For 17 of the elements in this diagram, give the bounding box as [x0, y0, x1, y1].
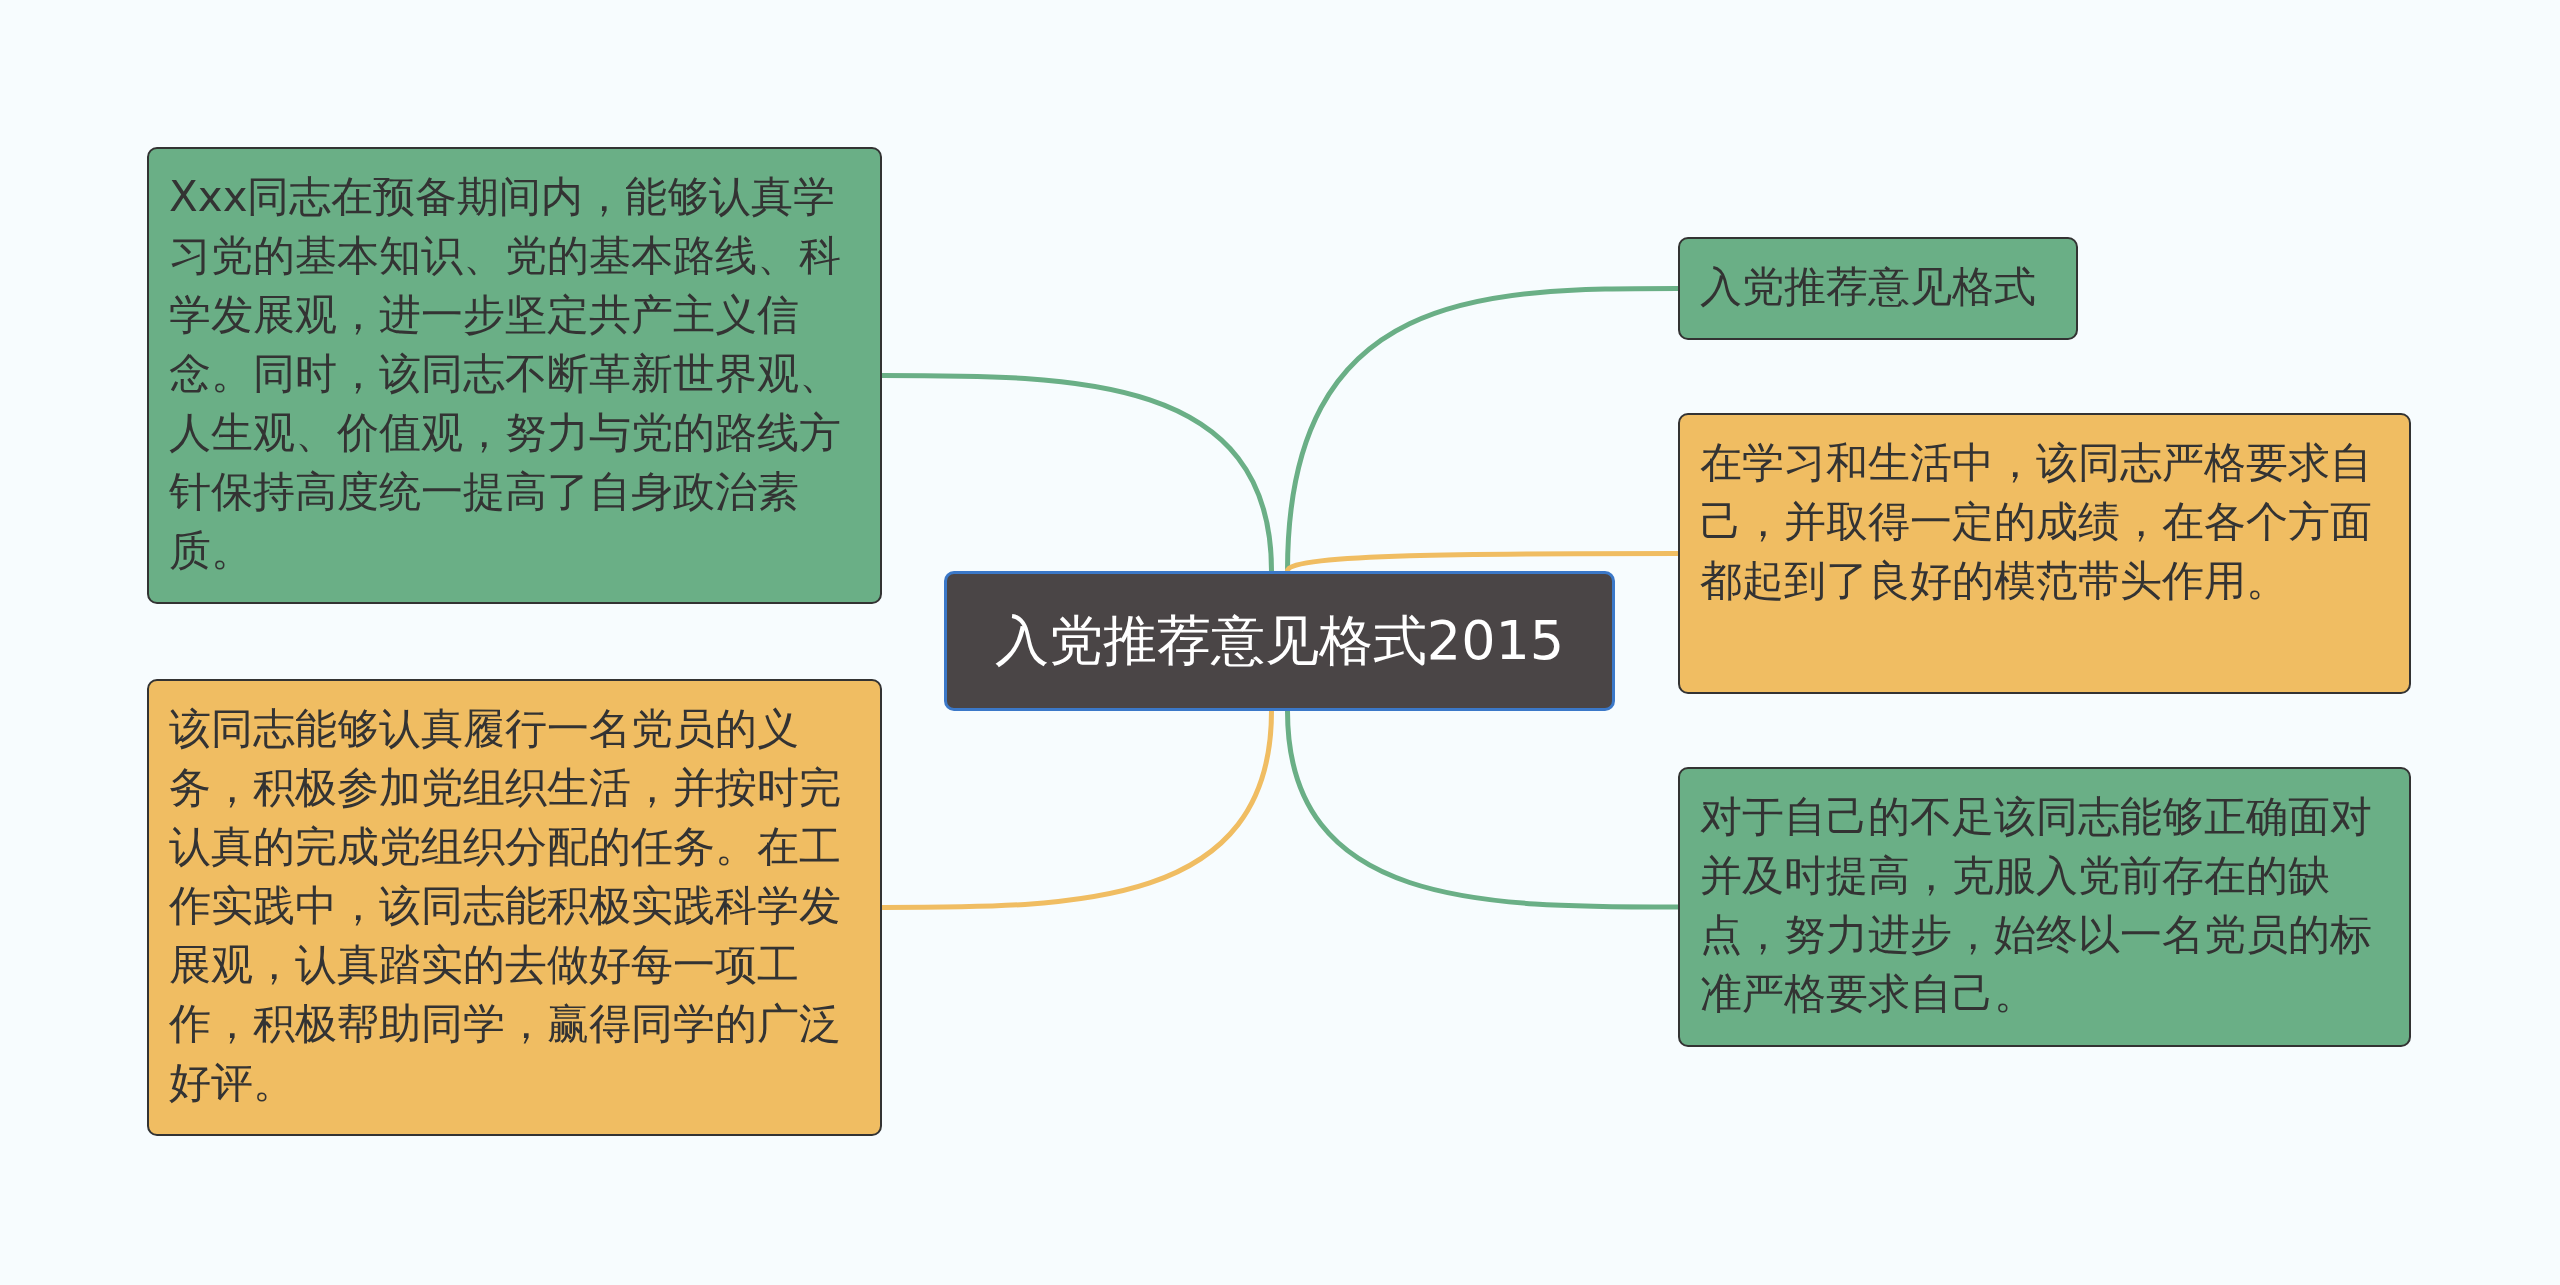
topic-box: [1678, 413, 2411, 694]
connector-line: [1285, 551, 1678, 573]
topic-box: [1678, 767, 2411, 1047]
topic-text: 在学习和生活中，该同志严格要求自己，并取得一定的成绩，在各个方面都起到了良好的模范带头作用。: [1700, 437, 2373, 607]
topic-box: [147, 147, 882, 604]
topic-text: Xxx同志在预备期间内，能够认真学习党的基本知识、党的基本路线、科学发展观，进一步坚定共产主义信念。同时，该同志不断革新世界观、人生观、价值观，努力与党的路线方针保持高度统一提高了自身政治素质。: [169, 171, 842, 577]
topic-box: [1678, 237, 2078, 340]
central-topic-box: [944, 571, 1615, 711]
topic-text: 入党推荐意见格式: [1700, 261, 2037, 313]
central-topic-text: 入党推荐意见格式2015: [994, 608, 1565, 674]
connector-line: [882, 373, 1274, 572]
connector-line: [882, 710, 1274, 910]
connector-line: [1285, 286, 1678, 572]
topic-text: 对于自己的不足该同志能够正确面对并及时提高，克服入党前存在的缺点，努力进步，始终以一名党员的标准严格要求自己。: [1700, 791, 2373, 1020]
topic-text: 该同志能够认真履行一名党员的义务，积极参加党组织生活，并按时完认真的完成党组织分配的任务。在工作实践中，该同志能积极实践科学发展观，认真踏实的去做好每一项工作，积极帮助同学，赢得同学的广泛好评。: [169, 703, 842, 1109]
topic-box: [147, 679, 882, 1136]
connector-line: [1285, 710, 1678, 910]
